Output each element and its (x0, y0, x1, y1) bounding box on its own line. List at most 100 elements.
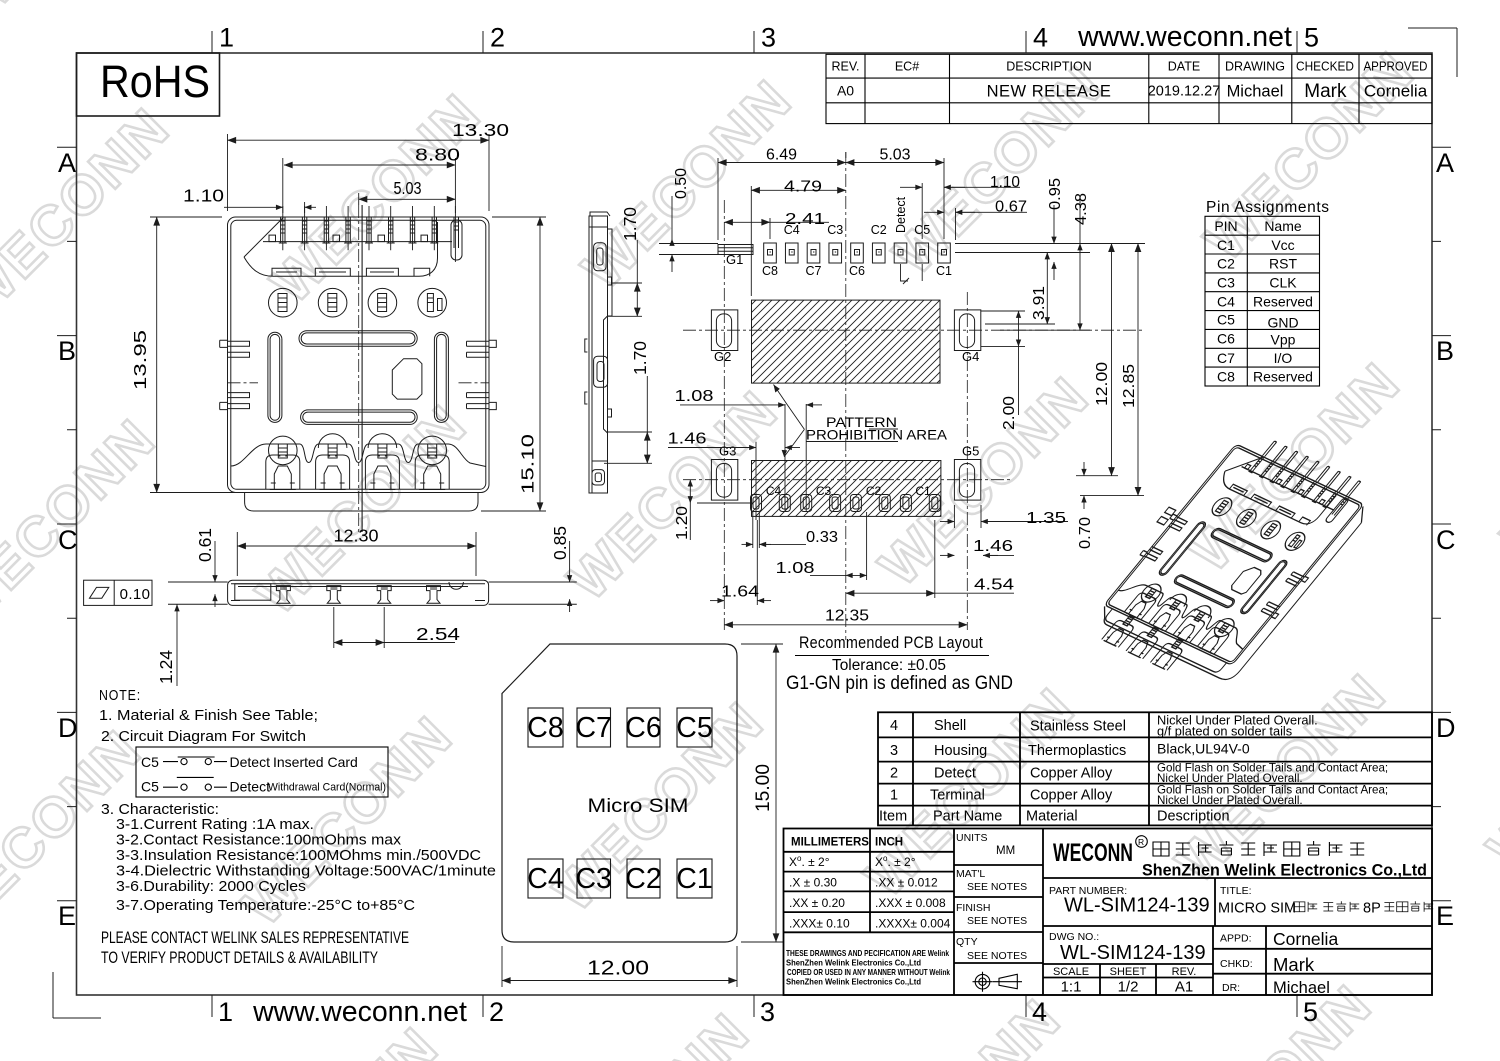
svg-text:Pin Assignments: Pin Assignments (1206, 199, 1330, 216)
svg-text:5.03: 5.03 (394, 178, 422, 198)
svg-text:8P: 8P (1363, 901, 1381, 917)
svg-text:Thermoplastics: Thermoplastics (1028, 743, 1126, 759)
svg-text:Black,UL94V-0: Black,UL94V-0 (1157, 741, 1250, 757)
svg-text:3-3.Insulation Resistance:100M: 3-3.Insulation Resistance:100MOhms min./… (116, 847, 481, 864)
svg-text:A: A (1436, 148, 1454, 178)
svg-text:MM: MM (996, 845, 1015, 857)
svg-text:APPD:: APPD: (1220, 933, 1252, 945)
svg-text:G1: G1 (726, 252, 743, 267)
svg-text:Terminal: Terminal (930, 788, 985, 804)
svg-text:C1: C1 (676, 863, 712, 895)
svg-text:5: 5 (1304, 23, 1319, 53)
svg-text:C4: C4 (527, 863, 564, 895)
svg-text:NEW RELEASE: NEW RELEASE (987, 83, 1112, 101)
svg-text:UNITS: UNITS (956, 832, 988, 844)
svg-text:Gold Flash on Solder Tails and: Gold Flash on Solder Tails and Contact A… (1157, 784, 1388, 797)
svg-text:3-2.Contact Resistance:100mOhm: 3-2.Contact Resistance:100mOhms max (116, 832, 402, 849)
svg-text:WL-SIM124-139: WL-SIM124-139 (1060, 942, 1206, 964)
svg-text:1. Material & Finish See Tabl: 1. Material & Finish See Table; (99, 707, 318, 724)
svg-text:G4: G4 (962, 349, 979, 364)
svg-text:C3: C3 (1217, 275, 1235, 291)
svg-text:E: E (1436, 901, 1454, 931)
svg-text:FINISH: FINISH (956, 902, 990, 914)
svg-text:C2: C2 (625, 863, 661, 895)
svg-text:3-1.Current Rating :1A max.: 3-1.Current Rating :1A max. (116, 816, 314, 833)
svg-text:EC#: EC# (895, 60, 919, 74)
svg-text:DRAWING: DRAWING (1225, 60, 1285, 74)
svg-text:3-6.Durability: 2000 Cycles: 3-6.Durability: 2000 Cycles (116, 878, 306, 895)
svg-text:WECONN: WECONN (1053, 839, 1133, 867)
svg-text:A0: A0 (837, 83, 854, 99)
svg-text:SEE NOTES: SEE NOTES (967, 915, 1027, 927)
svg-text:Part Name: Part Name (933, 809, 1002, 825)
svg-text:Gold Flash on Solder Tails and: Gold Flash on Solder Tails and Contact A… (1157, 762, 1388, 775)
svg-text:15.00: 15.00 (753, 764, 774, 812)
svg-text:CLK: CLK (1269, 275, 1297, 291)
svg-text:Mark: Mark (1273, 954, 1315, 975)
svg-text:Micro SIM: Micro SIM (588, 795, 689, 817)
svg-text:G3: G3 (719, 444, 736, 459)
svg-text:C1: C1 (915, 484, 931, 498)
svg-text:0.33: 0.33 (806, 529, 838, 546)
svg-text:15.10: 15.10 (518, 434, 538, 494)
svg-text:Michael: Michael (1273, 979, 1330, 997)
svg-text:C3: C3 (827, 223, 843, 237)
svg-text:B: B (58, 336, 76, 366)
svg-text:Recommended PCB Layout: Recommended PCB Layout (799, 634, 983, 652)
svg-text:COPIED OR USED IN ANY MANNER W: COPIED OR USED IN ANY MANNER WITHOUT Wel… (787, 968, 950, 977)
svg-text:CHECKED: CHECKED (1296, 60, 1354, 74)
svg-text:Copper Alloy: Copper Alloy (1030, 788, 1113, 804)
svg-text:REV.: REV. (831, 60, 859, 74)
svg-text:6.49: 6.49 (766, 147, 797, 164)
svg-text:Description: Description (1157, 809, 1230, 825)
svg-text:www.weconn.net: www.weconn.net (1077, 21, 1292, 53)
svg-text:2: 2 (489, 997, 504, 1027)
svg-text:C1: C1 (1217, 237, 1235, 253)
svg-text:DWG NO.:: DWG NO.: (1049, 931, 1099, 943)
svg-text:0.70: 0.70 (1077, 517, 1094, 549)
svg-text:Cornelia: Cornelia (1273, 929, 1338, 949)
svg-text:1/2: 1/2 (1118, 979, 1139, 996)
svg-text:REV.: REV. (1172, 966, 1197, 978)
svg-text:.XXXX± 0.004: .XXXX± 0.004 (875, 917, 951, 931)
svg-text:C: C (1436, 525, 1456, 555)
svg-text:1.08: 1.08 (675, 388, 714, 405)
svg-text:PATTERN: PATTERN (826, 414, 897, 430)
svg-text:C6: C6 (625, 712, 661, 744)
svg-text:Shell: Shell (934, 718, 966, 734)
svg-text:Nickel Under Plated Overall.: Nickel Under Plated Overall. (1157, 713, 1318, 728)
svg-text:I/O: I/O (1274, 350, 1293, 366)
svg-text:12.30: 12.30 (334, 526, 379, 546)
svg-text:Vpp: Vpp (1271, 332, 1296, 348)
svg-text:0.50: 0.50 (673, 168, 690, 199)
svg-text:A1: A1 (1175, 979, 1193, 996)
svg-text:1.10: 1.10 (990, 174, 1020, 191)
svg-text:Nickel Under Plated Overall.: Nickel Under Plated Overall. (1157, 772, 1303, 785)
svg-text:C7: C7 (806, 264, 822, 278)
svg-text:C3: C3 (575, 863, 611, 895)
svg-text:Tolerance: ±0.05: Tolerance: ±0.05 (832, 657, 946, 674)
svg-text:Copper Alloy: Copper Alloy (1030, 766, 1113, 782)
svg-text:0.61: 0.61 (195, 528, 215, 562)
svg-text:Cornelia: Cornelia (1364, 82, 1428, 101)
svg-text:4.79: 4.79 (784, 179, 822, 196)
svg-text:1: 1 (218, 997, 233, 1027)
svg-text:8.80: 8.80 (415, 145, 460, 165)
svg-text:Vcc: Vcc (1271, 237, 1294, 253)
svg-text:2. Circuit Diagram For Switch: 2. Circuit Diagram For Switch (101, 728, 306, 745)
svg-text:1.10: 1.10 (183, 186, 224, 206)
svg-text:C5: C5 (676, 712, 712, 744)
svg-text:Item: Item (879, 809, 907, 825)
svg-text:C2: C2 (1217, 256, 1235, 272)
svg-text:C8: C8 (527, 712, 563, 744)
svg-text:DR:: DR: (1222, 982, 1240, 994)
svg-text:5.03: 5.03 (880, 147, 911, 164)
svg-text:3.91: 3.91 (1031, 286, 1048, 320)
svg-text:C3: C3 (816, 484, 832, 498)
svg-text:1.70: 1.70 (620, 207, 640, 241)
svg-text:G2: G2 (714, 349, 731, 364)
svg-text:0.67: 0.67 (995, 199, 1027, 216)
svg-text:PROHIBITION AREA: PROHIBITION AREA (806, 427, 948, 443)
svg-text:4.54: 4.54 (974, 577, 1014, 594)
svg-text:1.70: 1.70 (630, 341, 650, 375)
